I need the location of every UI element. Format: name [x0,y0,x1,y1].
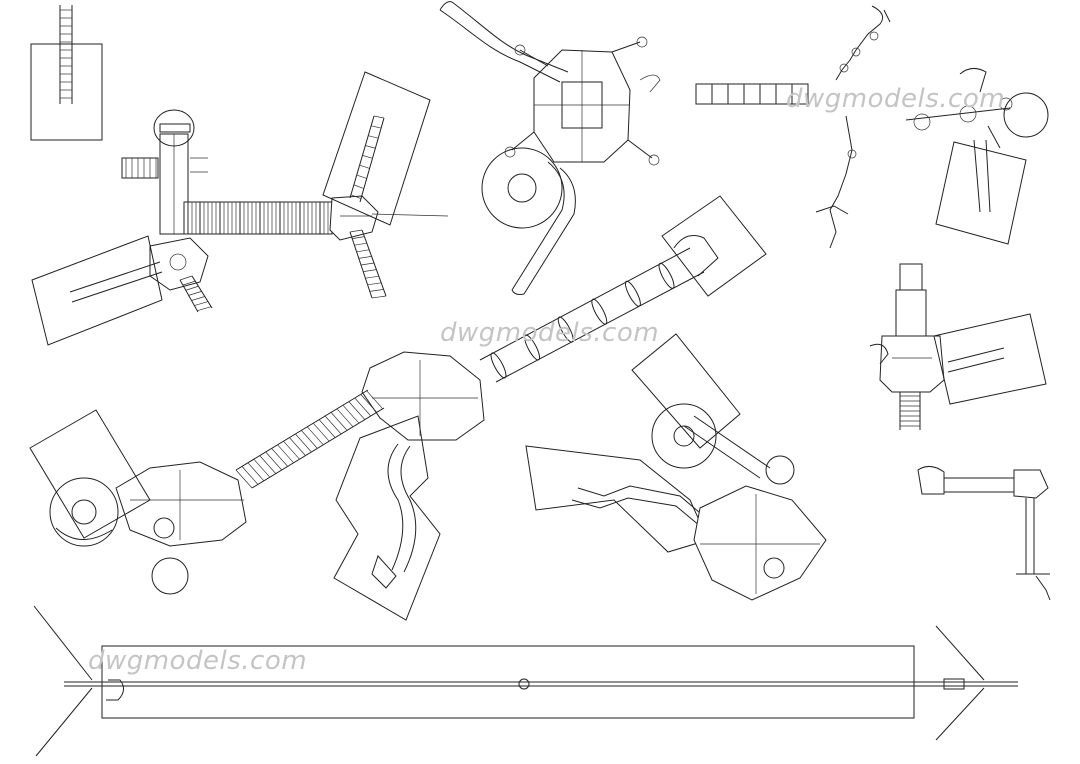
drawing-ring [490,352,507,379]
horizontal-ladder-and-rope-block [695,5,891,249]
watermark-top-right: dwgmodels.com [786,84,1006,114]
drawing-stroke [356,249,370,253]
drawing-stroke [352,236,365,239]
drawing-ring [658,262,675,289]
drawing-stroke [368,135,379,139]
drawing-stroke [371,295,387,299]
small-platform-slide-block [905,68,1049,245]
zipline-plan-block [33,605,1018,757]
drawing-stroke [241,466,259,485]
drawing-stroke [336,408,354,428]
drawing-stroke [188,291,202,296]
watermark-center: dwgmodels.com [440,318,660,348]
ladder-plan-block [30,5,103,141]
drawing-stroke [259,455,277,474]
small-bridge-block [917,466,1051,601]
drawing-stroke [307,426,324,446]
drawing-stroke [362,155,373,159]
drawing-stroke [367,282,382,286]
drawing-stroke [289,437,306,456]
drawing-stroke [253,458,271,478]
drawing-stroke [363,269,377,272]
drawing-stroke [349,229,363,233]
drawing-stroke [194,301,209,306]
drawing-stroke [360,394,378,413]
drawing-stroke [359,164,370,169]
drawing-stroke [179,275,193,281]
drawing-stroke [360,262,375,266]
drawing-stroke [365,145,376,149]
drawing-stroke [265,451,282,471]
drawing-stroke [271,448,288,467]
drawing-stroke [358,256,372,259]
watermark-bottom-left: dwgmodels.com [88,646,308,676]
drawing-stroke [318,419,336,438]
drawing-ring [624,280,641,307]
drawing-stroke [277,444,294,464]
drawing-stroke [348,401,366,420]
drawing-stroke [197,306,212,312]
drawing-ring [591,298,608,325]
tower-with-tunnel-block [31,71,449,346]
drawing-stroke [354,242,367,246]
drawing-stroke [330,412,348,431]
drawing-stroke [354,397,372,417]
drawing-stroke [356,174,367,179]
drawing-ring [557,316,574,343]
drawing-stroke [366,390,383,410]
drawing-stroke [191,296,205,301]
drawing-stroke [324,415,342,435]
drawing-stroke [283,440,300,460]
octagonal-tower-block [439,1,661,295]
drawing-stroke [371,125,382,129]
drawing-stroke [350,194,362,199]
drawing-stroke [182,280,196,286]
drawing-stroke [373,115,385,119]
drawing-stroke [312,422,330,442]
drawing-stroke [353,184,364,189]
compact-tower-block [869,263,1047,430]
large-play-structure-block [29,195,827,621]
drawing-stroke [247,462,265,482]
drawing-stroke [235,469,253,489]
drawing-stroke [301,430,318,449]
drawing-ring [524,334,541,361]
drawing-stroke [185,285,199,291]
drawing-stroke [342,404,360,424]
drawing-stroke [295,433,312,453]
drawing-stroke [369,289,384,292]
drawing-stroke [365,275,379,279]
